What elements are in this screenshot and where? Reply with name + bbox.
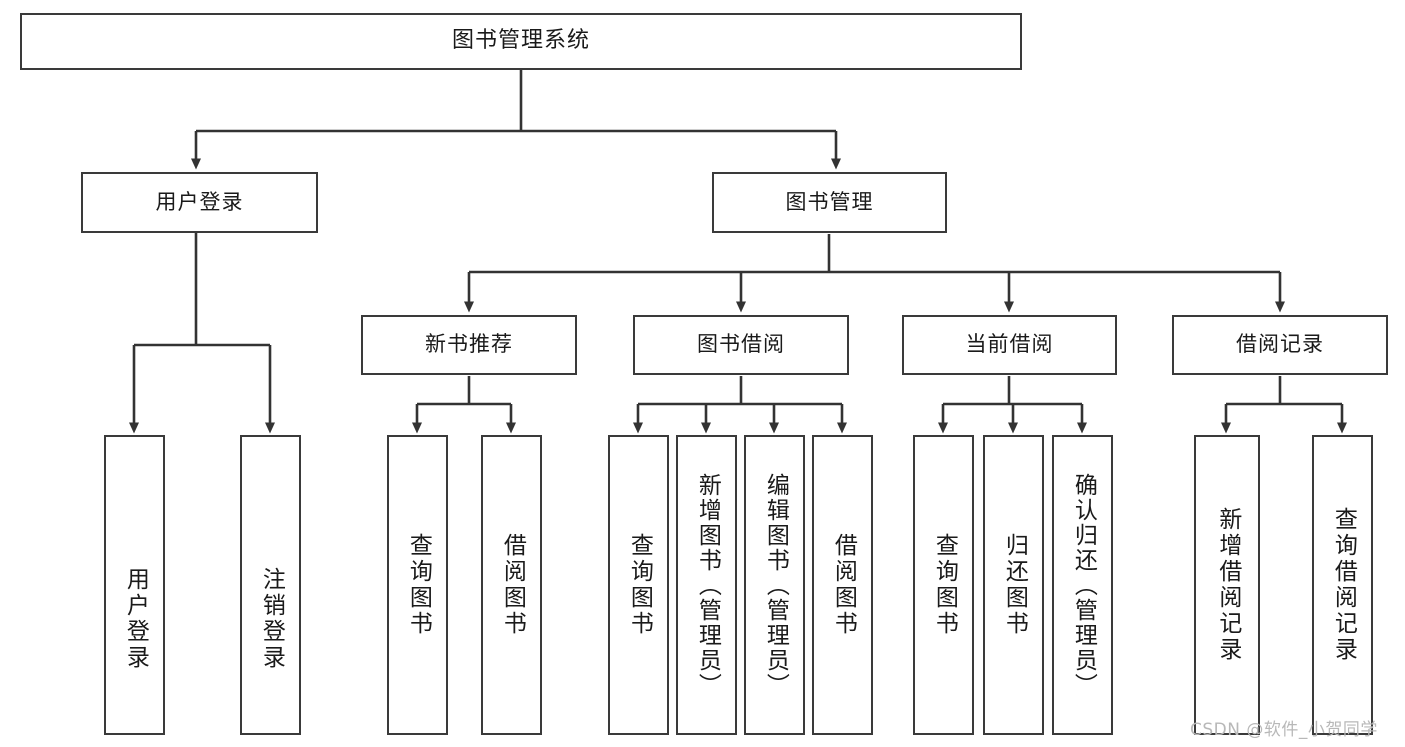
node-label: 新增借阅记录 (1214, 507, 1241, 663)
leaf-return-book[interactable]: 归还图书 (983, 435, 1044, 735)
node-current-borrow[interactable]: 当前借阅 (902, 315, 1117, 375)
leaf-query-borrow-record[interactable]: 查询借阅记录 (1312, 435, 1373, 735)
leaf-query-book-recommend[interactable]: 查询图书 (387, 435, 448, 735)
leaf-borrow-book[interactable]: 借阅图书 (812, 435, 873, 735)
node-label: 新增图书（管理员） (694, 472, 721, 698)
node-label: 图书借阅 (697, 332, 785, 357)
node-book-management[interactable]: 图书管理 (712, 172, 947, 233)
node-label: 图书管理 (785, 189, 874, 214)
leaf-add-borrow-record[interactable]: 新增借阅记录 (1194, 435, 1260, 735)
node-borrow-record[interactable]: 借阅记录 (1172, 315, 1388, 375)
node-label: 查询图书 (931, 533, 958, 637)
node-label: 归还图书 (1001, 533, 1028, 637)
node-label: 注销登录 (258, 567, 285, 671)
node-book-borrow[interactable]: 图书借阅 (633, 315, 849, 375)
node-label: 编辑图书（管理员） (762, 472, 789, 698)
node-user-login[interactable]: 用户登录 (81, 172, 318, 233)
node-label: 用户登录 (155, 189, 244, 214)
leaf-query-book-borrow[interactable]: 查询图书 (608, 435, 669, 735)
node-new-book-recommend[interactable]: 新书推荐 (361, 315, 577, 375)
leaf-add-book-admin[interactable]: 新增图书（管理员） (676, 435, 737, 735)
node-label: 图书管理系统 (451, 28, 590, 54)
node-label: 借阅图书 (499, 533, 526, 637)
leaf-borrow-book-recommend[interactable]: 借阅图书 (481, 435, 542, 735)
csdn-watermark: CSDN @软件_小贺同学 (1190, 720, 1378, 740)
node-label: 借阅图书 (830, 533, 857, 637)
node-label: 当前借阅 (965, 332, 1054, 357)
node-label: 用户登录 (122, 567, 149, 671)
node-root-system[interactable]: 图书管理系统 (20, 13, 1022, 70)
leaf-confirm-return-admin[interactable]: 确认归还（管理员） (1052, 435, 1113, 735)
leaf-edit-book-admin[interactable]: 编辑图书（管理员） (744, 435, 805, 735)
leaf-user-logout[interactable]: 注销登录 (240, 435, 301, 735)
leaf-query-book-current[interactable]: 查询图书 (913, 435, 974, 735)
leaf-user-login[interactable]: 用户登录 (104, 435, 165, 735)
node-label: 查询图书 (405, 533, 432, 637)
node-label: 借阅记录 (1236, 332, 1324, 357)
node-label: 新书推荐 (425, 332, 513, 357)
node-label: 查询借阅记录 (1330, 507, 1357, 663)
node-label: 确认归还（管理员） (1070, 472, 1097, 698)
node-label: 查询图书 (626, 533, 653, 637)
